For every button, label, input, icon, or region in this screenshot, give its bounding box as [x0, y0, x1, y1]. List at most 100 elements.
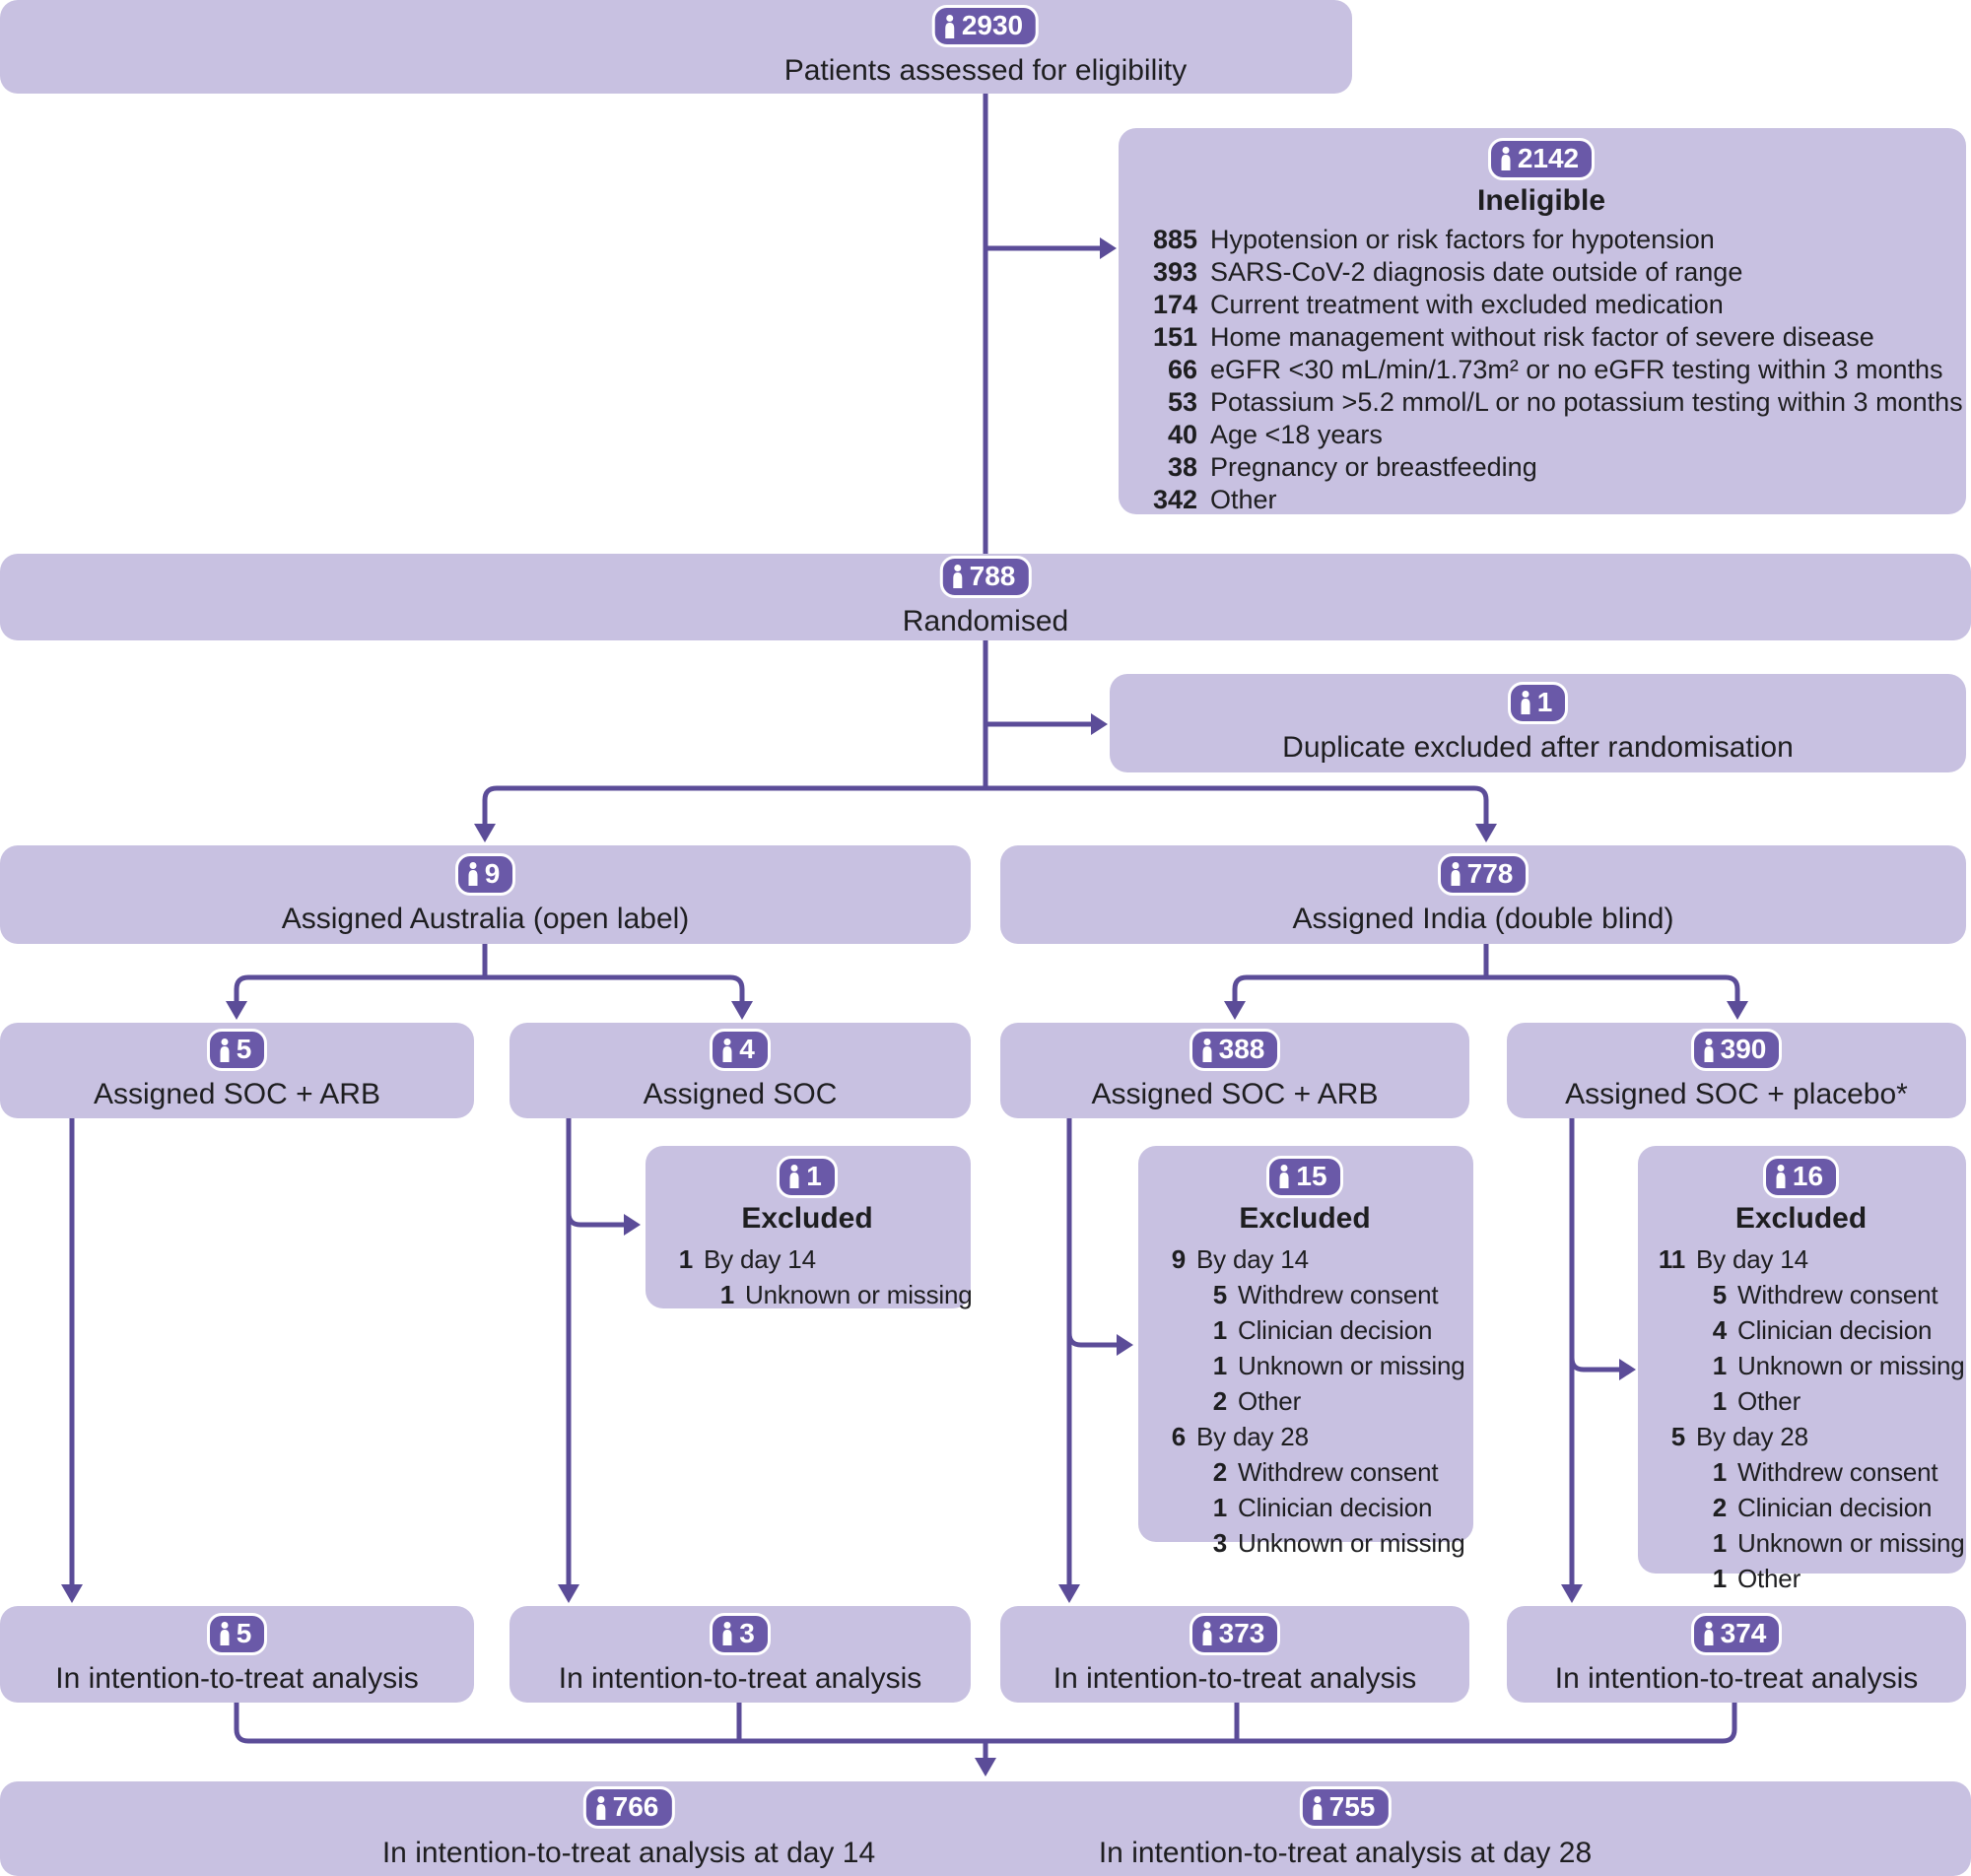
final-itt-box: 766 In intention-to-treat analysis at da…	[0, 1781, 1971, 1876]
itt-in-soc-arb-box: 373 In intention-to-treat analysis	[1000, 1606, 1469, 1703]
badge-count: 5	[236, 1617, 252, 1648]
count-badge: 5	[206, 1612, 268, 1655]
person-icon	[1202, 1038, 1212, 1062]
box-label: In intention-to-treat analysis	[1554, 1661, 1919, 1695]
randomised-box: 788 Randomised	[0, 554, 1971, 640]
box-label: Assigned India (double blind)	[1292, 902, 1674, 935]
assigned-india-box: 778 Assigned India (double blind)	[1000, 845, 1966, 944]
badge-count: 766	[612, 1791, 659, 1823]
person-icon	[1704, 1038, 1714, 1062]
count-badge: 16	[1762, 1156, 1840, 1198]
count-badge: 5	[206, 1029, 268, 1072]
person-icon	[722, 1038, 732, 1062]
count-badge: 788	[939, 555, 1032, 598]
arm-in-soc-placebo-box: 390 Assigned SOC + placebo*	[1507, 1023, 1966, 1118]
count-badge: 755	[1299, 1786, 1392, 1830]
person-icon	[220, 1038, 230, 1062]
arm-au-soc-box: 4 Assigned SOC	[510, 1023, 971, 1118]
eligibility-box: 2930 Patients assessed for eligibility	[0, 0, 1352, 94]
person-icon	[789, 1165, 799, 1189]
badge-count: 1	[806, 1161, 822, 1191]
badge-count: 778	[1466, 857, 1514, 889]
box-label: Duplicate excluded after randomisation	[1282, 730, 1794, 764]
count-badge: 374	[1690, 1612, 1783, 1655]
box-label: Assigned SOC	[643, 1078, 838, 1111]
person-icon	[953, 565, 963, 589]
count-badge: 4	[710, 1029, 771, 1072]
count-badge: 388	[1189, 1029, 1281, 1072]
person-icon	[1202, 1622, 1212, 1646]
count-badge: 373	[1189, 1612, 1281, 1655]
box-label: Assigned SOC + ARB	[1091, 1078, 1379, 1111]
count-badge: 2142	[1487, 138, 1596, 180]
badge-count: 373	[1218, 1617, 1265, 1648]
count-badge: 2930	[931, 5, 1040, 48]
box-label: Assigned SOC + ARB	[94, 1078, 380, 1111]
count-badge: 390	[1690, 1029, 1783, 1072]
badge-count: 1	[1536, 686, 1553, 717]
badge-count: 2142	[1517, 143, 1580, 173]
badge-count: 16	[1792, 1161, 1824, 1191]
box-title: Excluded	[1734, 1201, 1868, 1235]
person-icon	[1501, 147, 1511, 171]
badge-count: 374	[1720, 1617, 1767, 1648]
assigned-australia-box: 9 Assigned Australia (open label)	[0, 845, 971, 944]
count-badge: 766	[582, 1786, 675, 1830]
box-label: In intention-to-treat analysis at day 28	[1098, 1837, 1593, 1870]
box-label: Assigned SOC + placebo*	[1565, 1078, 1908, 1111]
box-title: Excluded	[741, 1201, 873, 1235]
box-label: In intention-to-treat analysis at day 14	[381, 1837, 876, 1870]
box-label: Assigned Australia (open label)	[281, 902, 690, 935]
person-icon	[1521, 691, 1530, 715]
box-label: Randomised	[902, 604, 1069, 637]
badge-count: 4	[739, 1034, 755, 1065]
count-badge: 1	[1507, 681, 1569, 724]
person-icon	[1704, 1622, 1714, 1646]
box-label: In intention-to-treat analysis	[1053, 1661, 1417, 1695]
duplicate-excluded-box: 1 Duplicate excluded after randomisation	[1110, 674, 1966, 772]
box-label: In intention-to-treat analysis	[55, 1661, 419, 1695]
box-label: In intention-to-treat analysis	[558, 1661, 922, 1695]
badge-count: 15	[1296, 1161, 1327, 1191]
badge-count: 390	[1720, 1034, 1767, 1065]
person-icon	[468, 862, 478, 887]
person-icon	[945, 14, 955, 38]
arrowheads	[61, 237, 1748, 1776]
final-day14-group: 766 In intention-to-treat analysis at da…	[382, 1781, 875, 1876]
count-badge: 15	[1266, 1156, 1343, 1198]
